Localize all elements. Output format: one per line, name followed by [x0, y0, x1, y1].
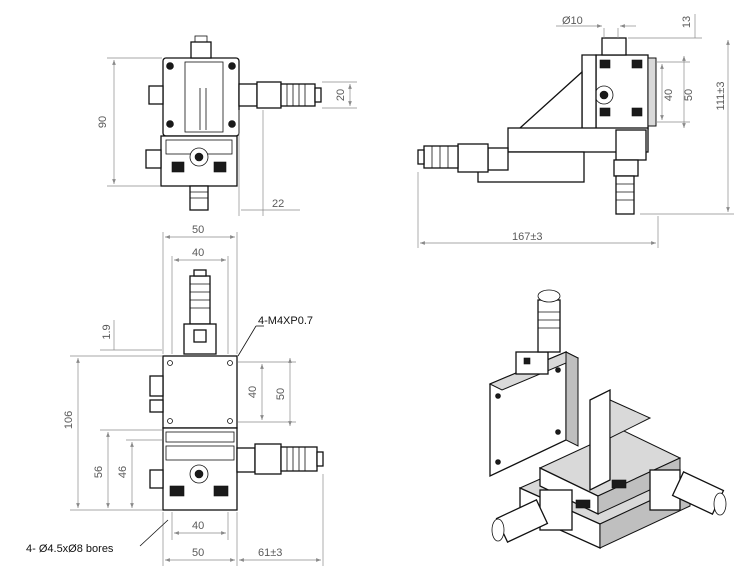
thread-annotation: 4-M4XP0.7	[258, 315, 313, 327]
dim-plan-width-40: 40	[192, 247, 204, 259]
side-left-micrometer	[423, 145, 459, 169]
iso-top-micrometer	[537, 299, 561, 353]
isometric-view	[488, 289, 727, 550]
dim-plan-lower-46: 46	[117, 466, 129, 478]
plan-view: 50 40 1.9 106 56 46 40 50	[26, 224, 324, 566]
dim-plan-width-50: 50	[192, 224, 204, 236]
bores-annotation: 4- Ø4.5xØ8 bores	[26, 543, 114, 555]
dim-plan-travel: 61±3	[258, 547, 282, 559]
iso-left-micrometer	[495, 499, 549, 543]
plan-upper-plate	[162, 355, 238, 429]
dim-plan-thickness: 1.9	[101, 324, 113, 339]
dim-plan-height: 106	[63, 411, 75, 429]
front-upper-stage	[162, 57, 240, 137]
dim-front-right-offset: 22	[272, 198, 284, 210]
dim-side-total-height: 111±3	[715, 82, 727, 111]
front-micrometer	[280, 83, 316, 107]
dim-side-inner: 40	[663, 89, 675, 101]
dim-plan-right-40: 40	[247, 386, 259, 398]
side-view: Ø10 13 40 50 111±3 167±3	[417, 14, 734, 248]
front-view: 90 20 22	[97, 35, 357, 216]
dim-plan-bottom-50: 50	[192, 547, 204, 559]
front-left-knob	[148, 85, 164, 105]
dim-plan-bottom-40: 40	[192, 520, 204, 532]
dim-side-top: 13	[681, 16, 693, 28]
dim-side-diameter: Ø10	[562, 15, 583, 27]
front-top-post	[190, 41, 212, 59]
dim-plan-right-50: 50	[275, 388, 287, 400]
dim-front-top-width: 20	[335, 89, 347, 101]
side-bottom-micrometer	[615, 175, 635, 215]
dim-front-height: 90	[97, 116, 109, 128]
dim-side-total-width: 167±3	[512, 231, 543, 243]
dim-side-outer: 50	[683, 89, 695, 101]
dim-plan-lower-56: 56	[93, 466, 105, 478]
